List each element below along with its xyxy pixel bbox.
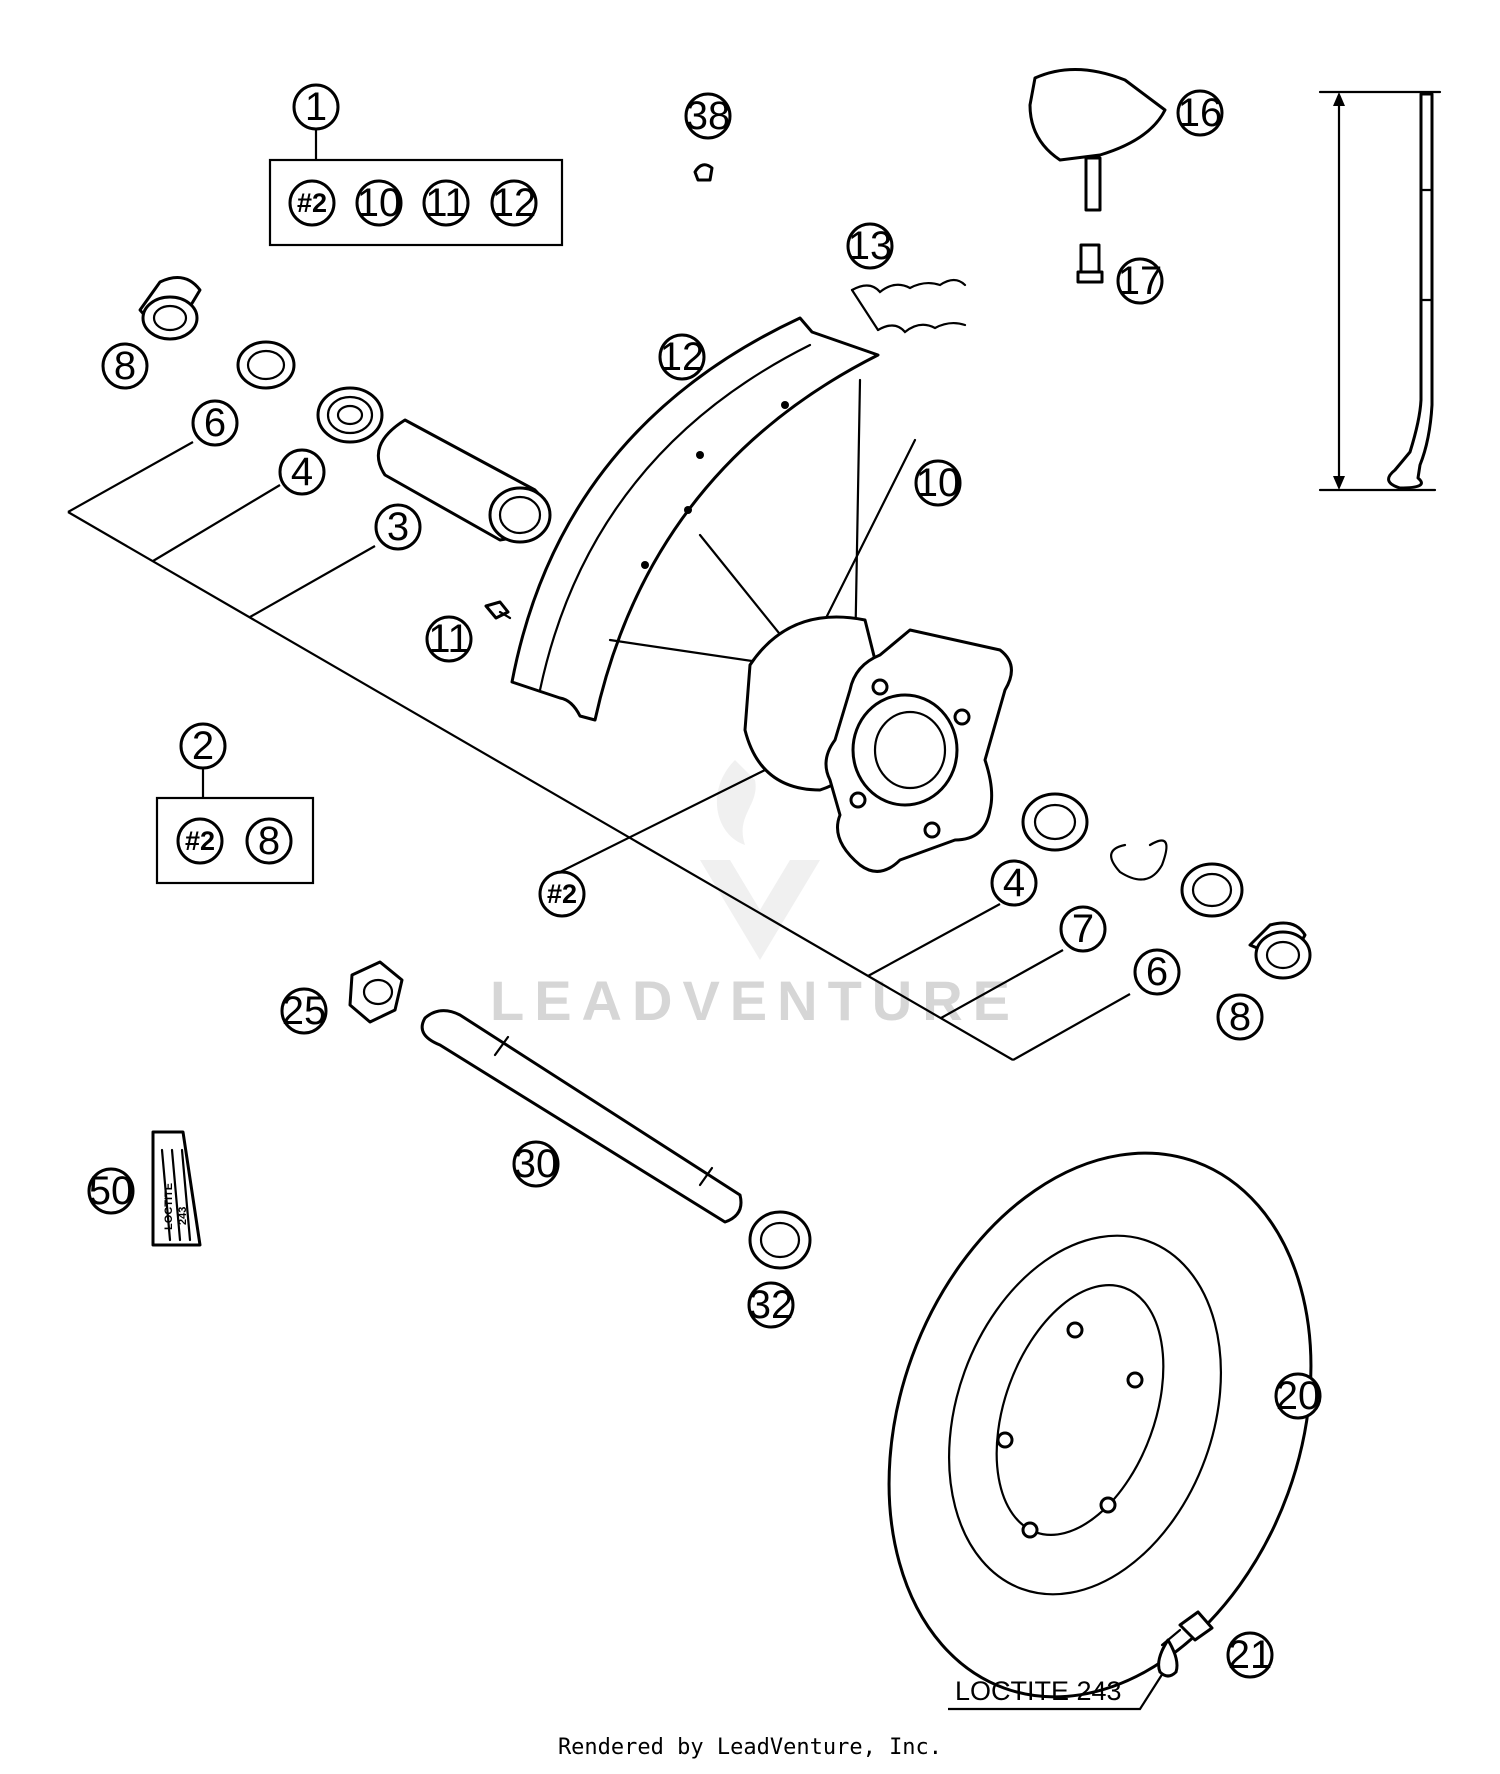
callout-4-left: 4	[278, 448, 326, 496]
callout-hash2-box2: #2	[176, 817, 224, 865]
rim-tape-13	[850, 278, 967, 334]
bearing-4-left	[316, 386, 384, 444]
callout-2: 2	[179, 722, 227, 770]
callout-30: 30	[512, 1140, 560, 1188]
kit-box-1	[268, 158, 564, 247]
distance-tube-3	[376, 418, 552, 544]
bearing-4-right	[1021, 792, 1089, 852]
svg-text:12: 12	[660, 335, 705, 379]
callout-50: 50	[87, 1167, 135, 1215]
svg-text:3: 3	[387, 505, 409, 549]
svg-text:8: 8	[1229, 995, 1251, 1039]
svg-text:11: 11	[428, 617, 470, 661]
svg-text:30: 30	[514, 1142, 559, 1186]
svg-text:#2: #2	[547, 879, 577, 909]
callout-38: 38	[684, 92, 732, 140]
loctite-tube-text-2: 243	[177, 1207, 189, 1225]
callout-12-box1: 12	[490, 179, 538, 227]
svg-text:4: 4	[1003, 861, 1025, 905]
callout-17: 17	[1116, 257, 1164, 305]
callout-hash2-box1: #2	[288, 179, 336, 227]
kit-box-2	[155, 796, 315, 885]
loctite-drop-icon	[1157, 1638, 1179, 1678]
callout-16: 16	[1176, 89, 1224, 137]
callout-13: 13	[846, 222, 894, 270]
spoke-dimension	[1318, 90, 1442, 492]
callout-8-right: 8	[1216, 993, 1264, 1041]
svg-text:25: 25	[282, 989, 327, 1033]
callout-20: 20	[1274, 1372, 1322, 1420]
svg-text:4: 4	[291, 450, 313, 494]
axle-30	[420, 1009, 743, 1224]
svg-text:6: 6	[204, 401, 226, 445]
svg-text:20: 20	[1276, 1374, 1321, 1418]
loctite-tube-50: LOCTITE 243	[151, 1130, 202, 1247]
callout-3: 3	[374, 503, 422, 551]
svg-text:21: 21	[1228, 1633, 1273, 1677]
footer-credit: Rendered by LeadVenture, Inc.	[557, 1735, 943, 1760]
callout-4-right: 4	[990, 859, 1038, 907]
axle-nut-25	[348, 960, 404, 1024]
callout-10-spokes: 10	[914, 459, 962, 507]
svg-text:13: 13	[848, 224, 893, 268]
axle-nut-32	[748, 1210, 812, 1270]
callout-21: 21	[1226, 1631, 1274, 1679]
svg-text:38: 38	[686, 94, 731, 138]
callout-10-box1: 10	[355, 179, 403, 227]
valve-cap-38	[693, 163, 714, 182]
svg-text:7: 7	[1072, 907, 1094, 951]
shaft-seal-6-left	[236, 340, 296, 390]
svg-text:50: 50	[89, 1169, 134, 1213]
callout-6-left: 6	[191, 399, 239, 447]
callout-8-box2: 8	[245, 817, 293, 865]
callout-25: 25	[280, 987, 328, 1035]
inner-tube-16	[1028, 68, 1167, 212]
callout-12-rim: 12	[658, 333, 706, 381]
svg-text:#2: #2	[297, 188, 327, 218]
callout-1: 1	[292, 83, 340, 131]
svg-text:16: 16	[1178, 91, 1223, 135]
svg-text:1: 1	[305, 85, 327, 129]
svg-text:10: 10	[916, 461, 961, 505]
svg-text:8: 8	[258, 819, 280, 863]
valve-nut-17	[1076, 243, 1104, 284]
rim-12	[510, 316, 880, 722]
callout-8-top: 8	[101, 342, 149, 390]
svg-text:6: 6	[1146, 950, 1168, 994]
svg-text:10: 10	[357, 181, 402, 225]
svg-text:2: 2	[192, 724, 214, 768]
watermark-logo	[700, 760, 820, 960]
callout-7: 7	[1059, 905, 1107, 953]
shaft-seal-6-right	[1180, 862, 1244, 918]
svg-text:#2: #2	[185, 826, 215, 856]
watermark-text: LEADVENTURE	[490, 969, 1020, 1032]
svg-text:32: 32	[749, 1283, 794, 1327]
leaders-left-group	[67, 441, 1164, 1711]
spoke-nipple-11	[484, 600, 512, 620]
wheel-hub	[743, 615, 1013, 873]
svg-text:8: 8	[114, 344, 136, 388]
svg-text:11: 11	[425, 181, 467, 225]
loctite-tube-text-1: LOCTITE	[163, 1183, 175, 1230]
spacer-sleeve-8-right	[1248, 921, 1312, 980]
callout-11-box1: 11	[422, 179, 470, 227]
spacer-sleeve-8-left	[138, 276, 202, 341]
svg-text:17: 17	[1118, 259, 1163, 303]
callout-11-nipple: 11	[425, 615, 473, 663]
callout-hash2-hub: #2	[538, 870, 586, 918]
callout-32: 32	[747, 1281, 795, 1329]
svg-text:12: 12	[492, 181, 537, 225]
callout-6-right: 6	[1133, 948, 1181, 996]
disc-bolt-21	[1160, 1610, 1214, 1647]
circlip-7	[1110, 839, 1168, 881]
brake-disc-20	[887, 1151, 1313, 1699]
loctite-243-label: LOCTITE 243	[955, 1676, 1122, 1706]
